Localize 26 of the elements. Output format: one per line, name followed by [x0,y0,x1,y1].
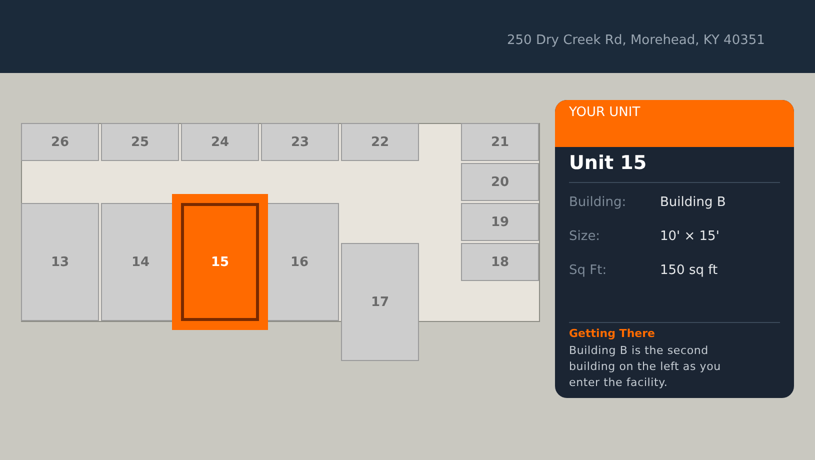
storage-unit: 16 [268,203,339,321]
field-value: 10' × 15' [660,229,720,244]
directions-text: Building B is the second building on the left as you enter the facility. [569,343,722,391]
storage-unit: 21 [461,123,539,161]
storage-unit: 23 [261,123,339,161]
unit-title: Unit 15 [569,152,647,174]
storage-unit: 24 [181,123,259,161]
field-label: Sq Ft: [569,263,607,278]
address-text: 250 Dry Creek Rd, Morehead, KY 40351 [507,33,765,48]
field-label: Size: [569,229,600,244]
field-label: Building: [569,195,626,210]
card-label: YOUR UNIT [569,105,640,120]
storage-unit: 19 [461,203,539,241]
field-value: Building B [660,195,726,210]
storage-unit: 14 [101,203,172,321]
storage-unit: 17 [341,243,419,361]
field-value: 150 sq ft [660,263,718,278]
storage-unit: 18 [461,243,539,281]
unit-info-card [555,100,794,398]
storage-unit: 22 [341,123,419,161]
selected-storage-unit: 15 [181,203,259,321]
storage-unit: 20 [461,163,539,201]
storage-unit: 25 [101,123,179,161]
section-heading: Getting There [569,327,655,340]
storage-unit: 26 [21,123,99,161]
storage-unit: 13 [21,203,99,321]
